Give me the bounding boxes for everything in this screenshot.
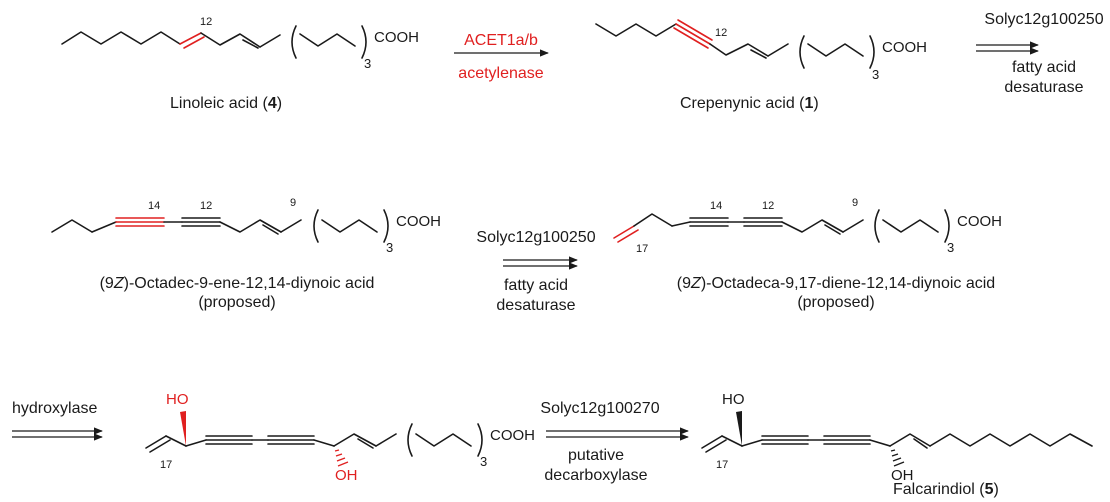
diol-hash-bond [334,449,349,467]
crepenynic-acid-label: Crepenynic acid (1) [680,95,819,112]
diynoic-locant-9: 9 [290,197,296,209]
diol-oh: OH [335,467,358,484]
crepenynic-locant-12: 12 [715,27,727,39]
diynoic-cooh: COOH [396,213,441,230]
diynoic-acid-label: (9Z)-Octadec-9-ene-12,14-diynoic acid [100,275,375,292]
step4-arrow: hydroxylase [12,400,103,441]
diene-locant-9: 9 [852,197,858,209]
step5-enzyme: Solyc12g100270 [540,400,659,417]
step2-enzyme-class-line1: fatty acid [1012,59,1076,76]
linoleic-subscript: 3 [364,56,371,71]
step3-arrow: Solyc12g100250 fatty acid desaturase [476,229,595,314]
falcarindiol-oh: OH [891,467,914,484]
diol-subscript: 3 [480,454,487,469]
step4-enzyme: hydroxylase [12,400,97,417]
crepenynic-acid-structure: 12 3 COOH [595,19,927,82]
diol-locant-17: 17 [160,459,172,471]
diol-acid-structure: HO OH 17 3 COOH [145,391,535,484]
falcarindiol-wedge-bond [736,411,742,446]
step2-arrow: Solyc12g100250 fatty acid desaturase [976,11,1104,96]
step1-arrow: ACET1a/b acetylenase [454,32,549,82]
step1-enzyme-class: acetylenase [458,65,543,82]
falcarindiol-structure: HO OH 17 [701,391,1093,484]
diene-locant-12: 12 [762,200,774,212]
diynoic-subscript: 3 [386,240,393,255]
diol-cooh: COOH [490,427,535,444]
diene-cooh: COOH [957,213,1002,230]
step3-enzyme-class-line1: fatty acid [504,277,568,294]
diene-diynoic-acid-label: (9Z)-Octadeca-9,17-diene-12,14-diynoic a… [677,275,995,292]
diynoic-acid-structure: 14 12 9 3 COOH [51,197,441,255]
linoleic-acid-label: Linoleic acid (4) [170,95,282,112]
diynoic-acid-proposed: (proposed) [198,294,275,311]
falcarindiol-hash-bond [890,449,905,467]
linoleic-acid-structure: 12 3 COOH [61,16,419,71]
diol-ho: HO [166,391,189,408]
step3-enzyme-class-line2: desaturase [496,297,575,314]
crepenynic-cooh: COOH [882,39,927,56]
diynoic-locant-14: 14 [148,200,160,212]
step3-enzyme: Solyc12g100250 [476,229,595,246]
diene-subscript: 3 [947,240,954,255]
diene-diynoic-acid-proposed: (proposed) [797,294,874,311]
diene-locant-14: 14 [710,200,722,212]
diol-wedge-bond [180,411,186,446]
step2-enzyme: Solyc12g100250 [984,11,1103,28]
step5-arrow: Solyc12g100270 putative decarboxylase [540,400,689,484]
diynoic-locant-12: 12 [200,200,212,212]
falcarindiol-locant-17: 17 [716,459,728,471]
step5-enzyme-class-line2: decarboxylase [544,467,647,484]
linoleic-cooh: COOH [374,29,419,46]
falcarindiol-ho: HO [722,391,745,408]
diene-diynoic-acid-structure: 14 12 9 17 3 COOH [613,197,1002,255]
crepenynic-subscript: 3 [872,67,879,82]
diene-locant-17: 17 [636,243,648,255]
step5-enzyme-class-line1: putative [568,447,624,464]
falcarindiol-label: Falcarindiol (5) [893,481,999,498]
step2-enzyme-class-line2: desaturase [1004,79,1083,96]
linoleic-locant-12: 12 [200,16,212,28]
step1-enzyme: ACET1a/b [464,32,538,49]
